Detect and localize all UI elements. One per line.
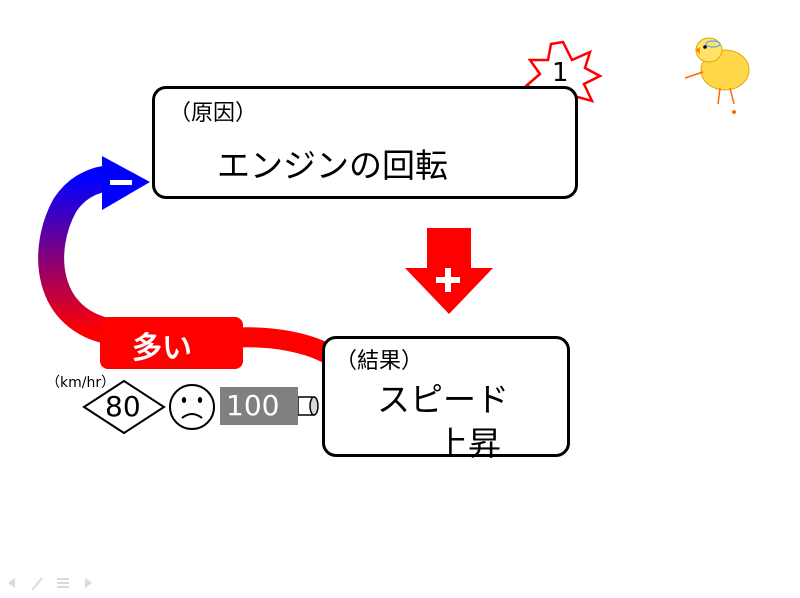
feedback-label-badge: 多い — [102, 319, 241, 367]
result-text-line1: スピード — [377, 380, 509, 419]
speed-unit-label: （km/hr） — [46, 375, 116, 391]
cause-box: （原因） エンジンの回転 — [152, 86, 578, 199]
current-speed-box: 100 — [220, 387, 298, 425]
result-text-line2: 上昇 — [435, 424, 501, 463]
feedback-arc — [38, 165, 116, 345]
slideshow-nav[interactable] — [8, 577, 92, 591]
minus-sign-shape — [110, 180, 132, 185]
pen-icon[interactable] — [31, 577, 43, 591]
sad-face-icon — [169, 384, 215, 430]
chick-icon — [684, 37, 750, 114]
current-speed-value: 100 — [226, 389, 280, 422]
nav-forward-icon[interactable] — [85, 578, 92, 588]
nav-back-icon[interactable] — [8, 578, 15, 588]
causal-arrow — [405, 228, 493, 314]
result-label: （結果） — [335, 349, 424, 374]
cause-label: （原因） — [169, 101, 258, 126]
exhaust-pipe — [297, 396, 319, 416]
feedback-label-text: 多い — [132, 331, 192, 366]
result-box: （結果） スピード 上昇 — [322, 336, 570, 463]
limit-sign-diamond — [82, 379, 166, 435]
limit-sign-value: 80 — [105, 390, 141, 423]
step-badge-number: 1 — [552, 58, 569, 88]
cause-text: エンジンの回転 — [217, 146, 448, 185]
feedback-red-line — [229, 327, 341, 367]
menu-icon[interactable] — [57, 578, 69, 588]
